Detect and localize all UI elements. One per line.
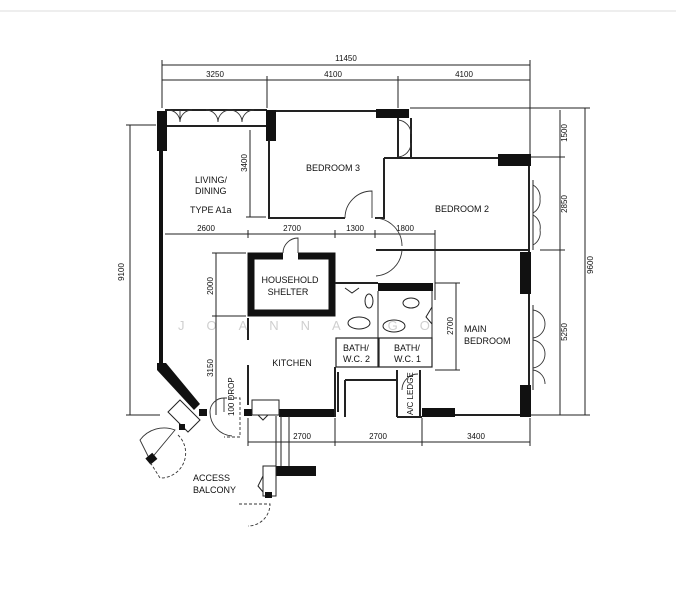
- dim-right-3: 5250: [560, 323, 569, 341]
- label-bath1-1: BATH/: [394, 343, 420, 353]
- label-drop: 100 DROP: [227, 377, 236, 416]
- dim-bottom-1: 2700: [293, 432, 311, 441]
- dim-bottom-3: 3400: [467, 432, 485, 441]
- dim-top-3: 4100: [455, 70, 473, 79]
- dim-middle-4: 1800: [396, 224, 414, 233]
- walls: [139, 107, 590, 527]
- dim-kitchen-depth: 3150: [206, 359, 215, 377]
- inner-dimensions: 3400 2000 3150 2700: [206, 130, 460, 415]
- label-type: TYPE A1a: [190, 205, 232, 215]
- label-bedroom-3: BEDROOM 3: [306, 163, 360, 173]
- dim-middle-3: 1300: [346, 224, 364, 233]
- top-dimensions: 11450 3250 4100 4100: [161, 54, 531, 155]
- middle-dimensions: 2600 2700 1300 1800: [165, 224, 436, 300]
- label-living-dining-2: DINING: [195, 186, 227, 196]
- dim-bath-depth: 2700: [446, 317, 455, 335]
- left-dimensions: 9100: [117, 124, 160, 416]
- label-bath1-2: W.C. 1: [394, 354, 421, 364]
- label-ac-ledge: A/C LEDGE: [406, 372, 415, 415]
- dim-shelter-depth: 2000: [206, 277, 215, 295]
- dim-right-2: 2850: [560, 195, 569, 213]
- dim-top-1: 3250: [206, 70, 224, 79]
- label-living-dining-1: LIVING/: [195, 175, 228, 185]
- label-balcony-1: ACCESS: [193, 473, 230, 483]
- label-shelter-2: SHELTER: [268, 287, 309, 297]
- label-bath2-1: BATH/: [343, 343, 369, 353]
- label-bedroom-2: BEDROOM 2: [435, 204, 489, 214]
- watermark: JOANNA GO: [178, 318, 452, 333]
- dim-middle-2: 2700: [283, 224, 301, 233]
- dim-right-overall: 9600: [586, 256, 595, 274]
- label-main-bedroom-2: BEDROOM: [464, 336, 511, 346]
- dim-left-overall: 9100: [117, 263, 126, 281]
- dim-overall-width: 11450: [335, 54, 357, 63]
- label-balcony-2: BALCONY: [193, 485, 236, 495]
- dim-bottom-2: 2700: [369, 432, 387, 441]
- label-kitchen: KITCHEN: [272, 358, 312, 368]
- bottom-dimensions: 2700 2700 3400: [247, 418, 531, 446]
- label-main-bedroom-1: MAIN: [464, 324, 487, 334]
- room-labels: LIVING/ DINING TYPE A1a BEDROOM 3 BEDROO…: [190, 163, 511, 495]
- dim-right-1: 1500: [560, 124, 569, 142]
- label-shelter-1: HOUSEHOLD: [261, 275, 319, 285]
- dim-middle-1: 2600: [197, 224, 215, 233]
- dim-bedroom3-depth: 3400: [240, 154, 249, 172]
- dim-top-2: 4100: [324, 70, 342, 79]
- label-bath2-2: W.C. 2: [343, 354, 370, 364]
